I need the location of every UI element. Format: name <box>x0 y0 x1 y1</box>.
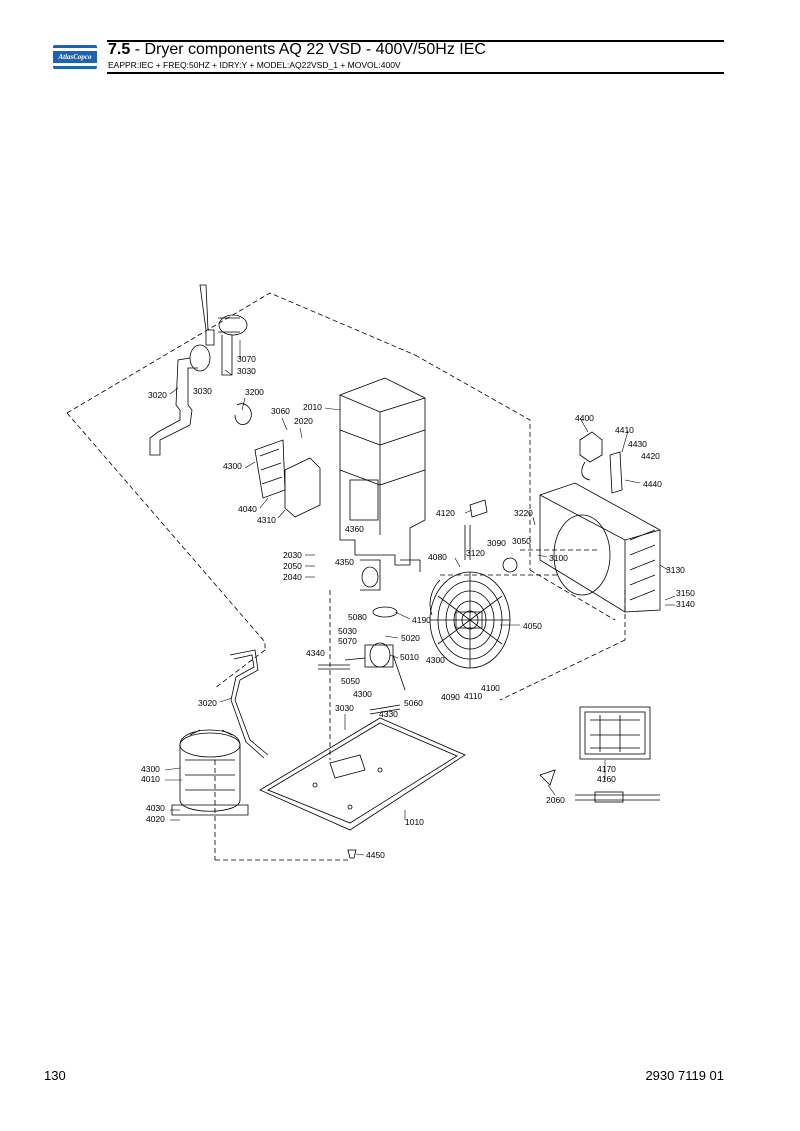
header-bottom-rule <box>107 72 724 74</box>
upper-piping <box>149 284 248 456</box>
lower-piping <box>229 649 401 759</box>
callout-label: 3050 <box>512 536 531 546</box>
callout-label: 4440 <box>643 479 662 489</box>
callout-labels: 3070 3030 3020 3030 3200 3060 2010 2020 … <box>141 354 695 860</box>
callout-label: 4110 <box>464 691 483 701</box>
callout-label: 4100 <box>481 683 500 693</box>
callout-label: 3020 <box>148 390 167 400</box>
callout-label: 4020 <box>146 814 165 824</box>
callout-label: 4190 <box>412 615 431 625</box>
callout-label: 3220 <box>514 508 533 518</box>
callout-label: 4090 <box>441 692 460 702</box>
callout-label: 5060 <box>404 698 423 708</box>
callout-label: 3130 <box>666 565 685 575</box>
callout-label: 2030 <box>283 550 302 560</box>
callout-label: 3030 <box>193 386 212 396</box>
bracket-parts <box>464 431 623 560</box>
callout-label: 3150 <box>676 588 695 598</box>
callout-label: 3200 <box>245 387 264 397</box>
document-number: 2930 7119 01 <box>645 1068 724 1083</box>
cable-and-connector <box>347 769 660 859</box>
callout-label: 3030 <box>237 366 256 376</box>
heat-exchanger-block <box>339 377 426 591</box>
atlas-copco-logo: AtlasCopco <box>53 45 97 69</box>
callout-label: 4420 <box>641 451 660 461</box>
section-title: - Dryer components AQ 22 VSD - 400V/50Hz… <box>130 41 486 58</box>
logo-text: AtlasCopco <box>53 52 97 62</box>
page-number: 130 <box>44 1068 66 1083</box>
callout-label: 2010 <box>303 402 322 412</box>
callout-label: 5080 <box>348 612 367 622</box>
callout-label: 3140 <box>676 599 695 609</box>
callout-label: 4340 <box>306 648 325 658</box>
callout-label: 3070 <box>237 354 256 364</box>
logo-stripe <box>53 48 97 51</box>
callout-label: 4050 <box>523 621 542 631</box>
callout-label: 2060 <box>546 795 565 805</box>
fan-assembly <box>429 571 511 669</box>
callout-label: 4160 <box>597 774 616 784</box>
logo-stripe <box>53 63 97 66</box>
callout-label: 2040 <box>283 572 302 582</box>
callout-label: 3120 <box>466 548 485 558</box>
callout-label: 4010 <box>141 774 160 784</box>
page-title: 7.5 - Dryer components AQ 22 VSD - 400V/… <box>108 40 486 60</box>
header-top-rule <box>107 40 724 42</box>
callout-label: 4030 <box>146 803 165 813</box>
callout-label: 4350 <box>335 557 354 567</box>
callout-label: 4310 <box>257 515 276 525</box>
base-frame <box>259 717 466 831</box>
callout-label: 4120 <box>436 508 455 518</box>
callout-label: 5050 <box>341 676 360 686</box>
callout-label: 4170 <box>597 764 616 774</box>
callout-label: 4300 <box>223 461 242 471</box>
callout-label: 3030 <box>335 703 354 713</box>
callout-label: 4300 <box>353 689 372 699</box>
callout-label: 4300 <box>141 764 160 774</box>
callout-label: 2050 <box>283 561 302 571</box>
callout-label: 5030 <box>338 626 357 636</box>
cover-panels <box>234 403 321 518</box>
callout-label: 4330 <box>379 709 398 719</box>
callout-label: 5070 <box>338 636 357 646</box>
callout-label: 4040 <box>238 504 257 514</box>
callout-label: 3100 <box>549 553 568 563</box>
condenser-unit <box>539 482 661 613</box>
callout-label: 3020 <box>198 698 217 708</box>
callout-label: 4080 <box>428 552 447 562</box>
callout-label: 5010 <box>400 652 419 662</box>
callout-label: 4410 <box>615 425 634 435</box>
callout-label: 4360 <box>345 524 364 534</box>
callout-label: 1010 <box>405 817 424 827</box>
callout-label: 3090 <box>487 538 506 548</box>
callout-label: 3060 <box>271 406 290 416</box>
compressor <box>171 729 249 816</box>
dashed-frame-lines <box>66 292 626 861</box>
section-number: 7.5 <box>108 41 131 58</box>
callout-label: 4430 <box>628 439 647 449</box>
page-subtitle: EAPPR:IEC + FREQ:50HZ + IDRY:Y + MODEL:A… <box>108 60 401 70</box>
callout-label: 4450 <box>366 850 385 860</box>
callout-label: 4300 <box>426 655 445 665</box>
leader-lines <box>164 340 676 856</box>
valve-group <box>344 557 518 691</box>
callout-label: 5020 <box>401 633 420 643</box>
callout-label: 2020 <box>294 416 313 426</box>
wiring-diagram-sheet <box>579 706 651 760</box>
callout-label: 4400 <box>575 413 594 423</box>
